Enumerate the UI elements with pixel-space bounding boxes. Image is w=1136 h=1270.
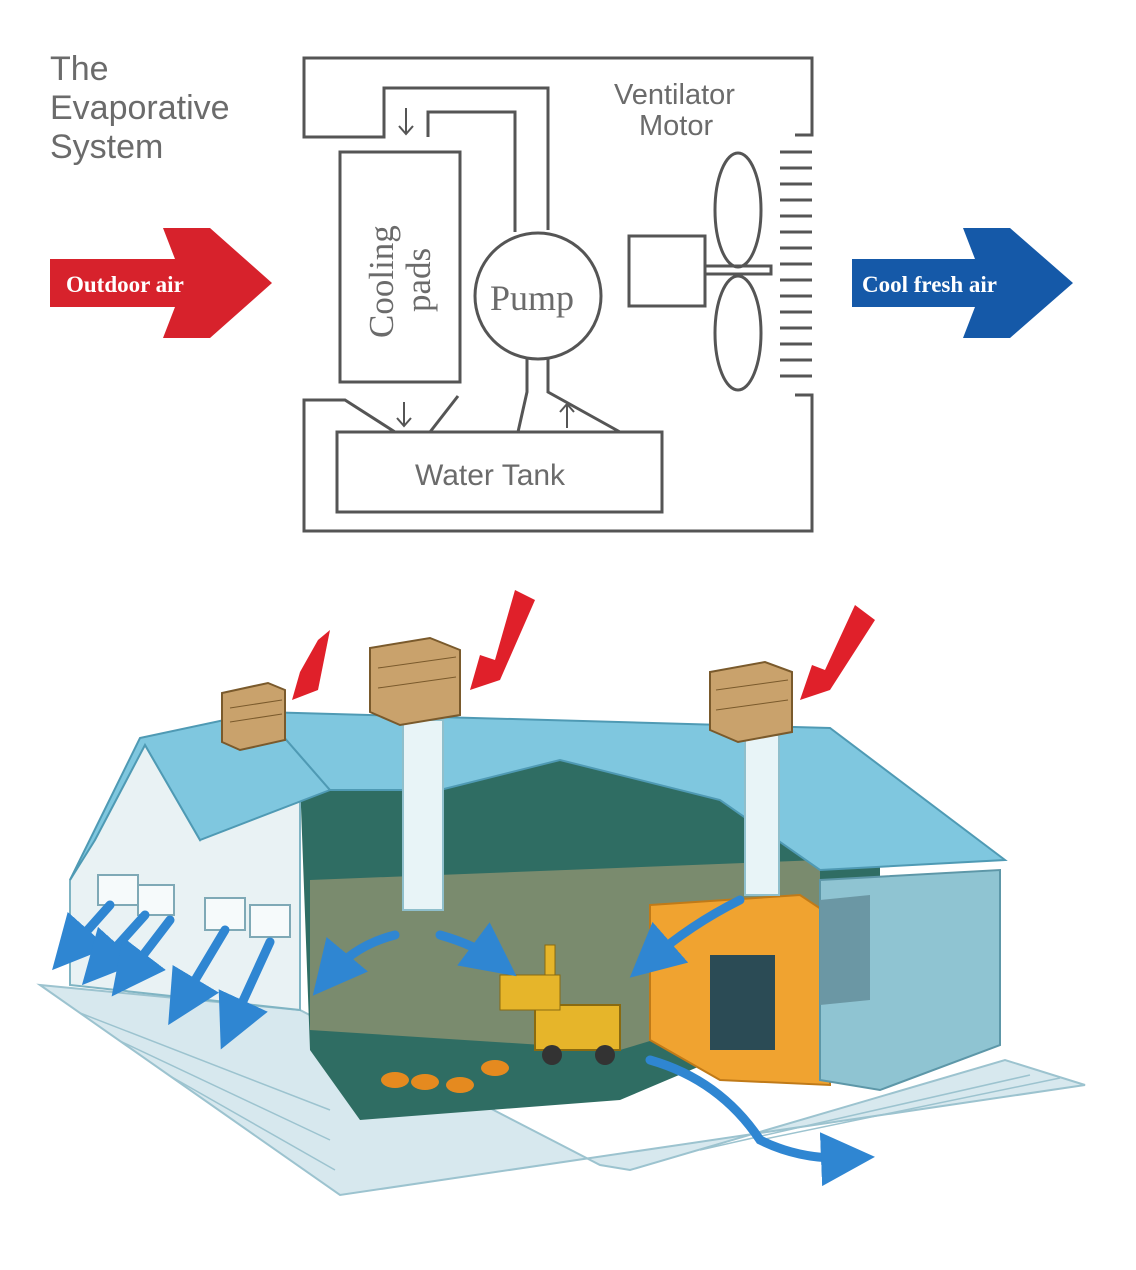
doorway <box>710 955 775 1050</box>
title-line-1: The <box>50 50 109 88</box>
housing-outline <box>302 56 814 230</box>
motor-box <box>627 234 707 308</box>
cooler-unit-icon <box>369 636 461 727</box>
wall-vents <box>97 874 291 938</box>
main-roof <box>259 710 1008 872</box>
ventilator-label-line-1: Ventilator <box>614 79 735 111</box>
ventilator-label-line-2: Motor <box>639 110 713 142</box>
down-arrow-icon <box>398 108 414 136</box>
cool-fresh-air-label: Cool fresh air <box>862 272 997 297</box>
warehouse-illustration <box>36 590 1086 1197</box>
down-arrow-icon <box>396 402 412 428</box>
forklift-icon <box>499 944 621 1065</box>
crates <box>381 1060 509 1093</box>
evaporative-schematic: The Evaporative System <box>50 50 1073 533</box>
title-line-2: Evaporative <box>50 89 230 127</box>
ground-grid-lines <box>79 1012 1061 1171</box>
cooling-pads-label-line-2: pads <box>399 248 438 312</box>
end-wall-shade <box>820 895 870 1005</box>
housing-inner-duct <box>426 110 517 232</box>
cool-fresh-air-arrow <box>852 228 1073 338</box>
outdoor-air-arrow <box>50 228 272 338</box>
pads-drain <box>428 395 460 433</box>
cooler-unit-icon <box>709 660 793 744</box>
cooling-pads-label-line-1: Cooling <box>362 225 401 338</box>
water-tank-label: Water Tank <box>415 459 566 492</box>
air-flow-arrows <box>52 895 875 1187</box>
water-tank-box <box>335 430 664 514</box>
pump-label: Pump <box>490 278 574 318</box>
intake-arrow <box>292 630 330 700</box>
cooler-unit-icon <box>221 681 286 752</box>
up-arrow-icon <box>559 402 575 428</box>
pump-inlet-pipe <box>516 358 529 433</box>
housing-bottom <box>302 393 814 533</box>
cooling-pads-box <box>338 150 462 384</box>
duct-column <box>402 719 444 911</box>
duct-column <box>744 734 780 896</box>
fan-icon <box>703 151 773 392</box>
pump-circle <box>473 231 603 361</box>
intake-arrow <box>470 590 535 690</box>
title-line-3: System <box>50 128 163 166</box>
vent-louvres <box>780 150 812 378</box>
pump-outlet-pipe <box>546 358 621 434</box>
outdoor-air-label: Outdoor air <box>66 272 184 297</box>
intake-arrow <box>800 605 875 700</box>
